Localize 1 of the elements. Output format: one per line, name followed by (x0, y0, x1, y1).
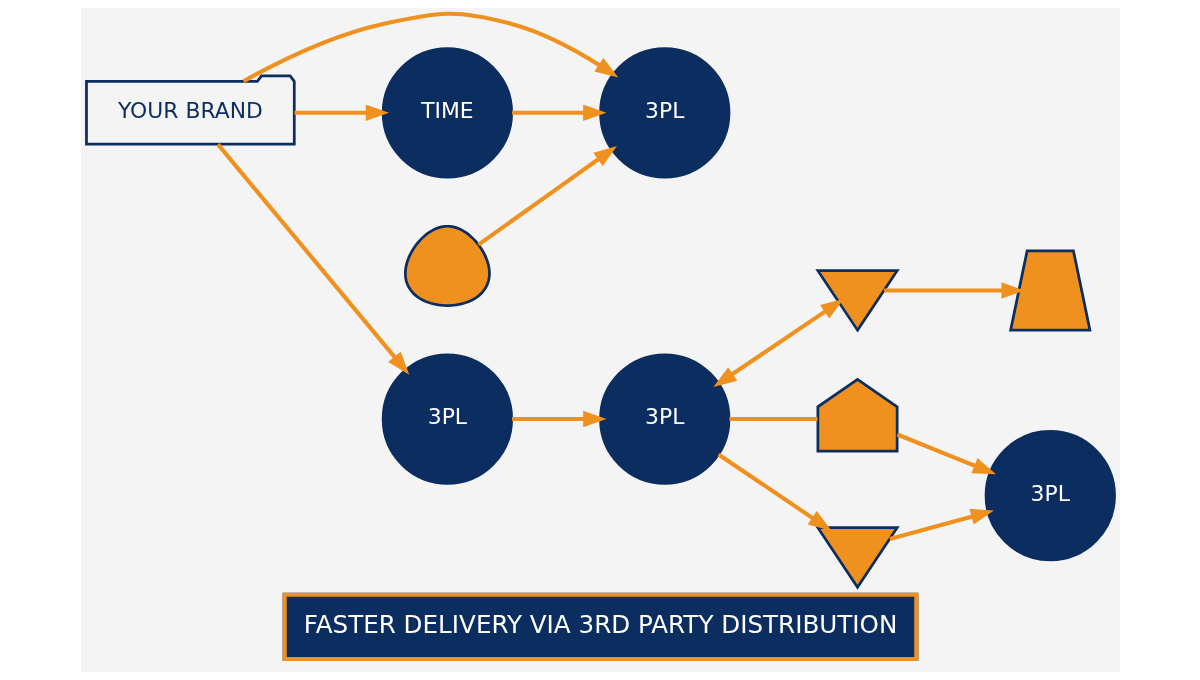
diagram-title: FASTER DELIVERY VIA 3RD PARTY DISTRIBUTION (303, 609, 897, 639)
